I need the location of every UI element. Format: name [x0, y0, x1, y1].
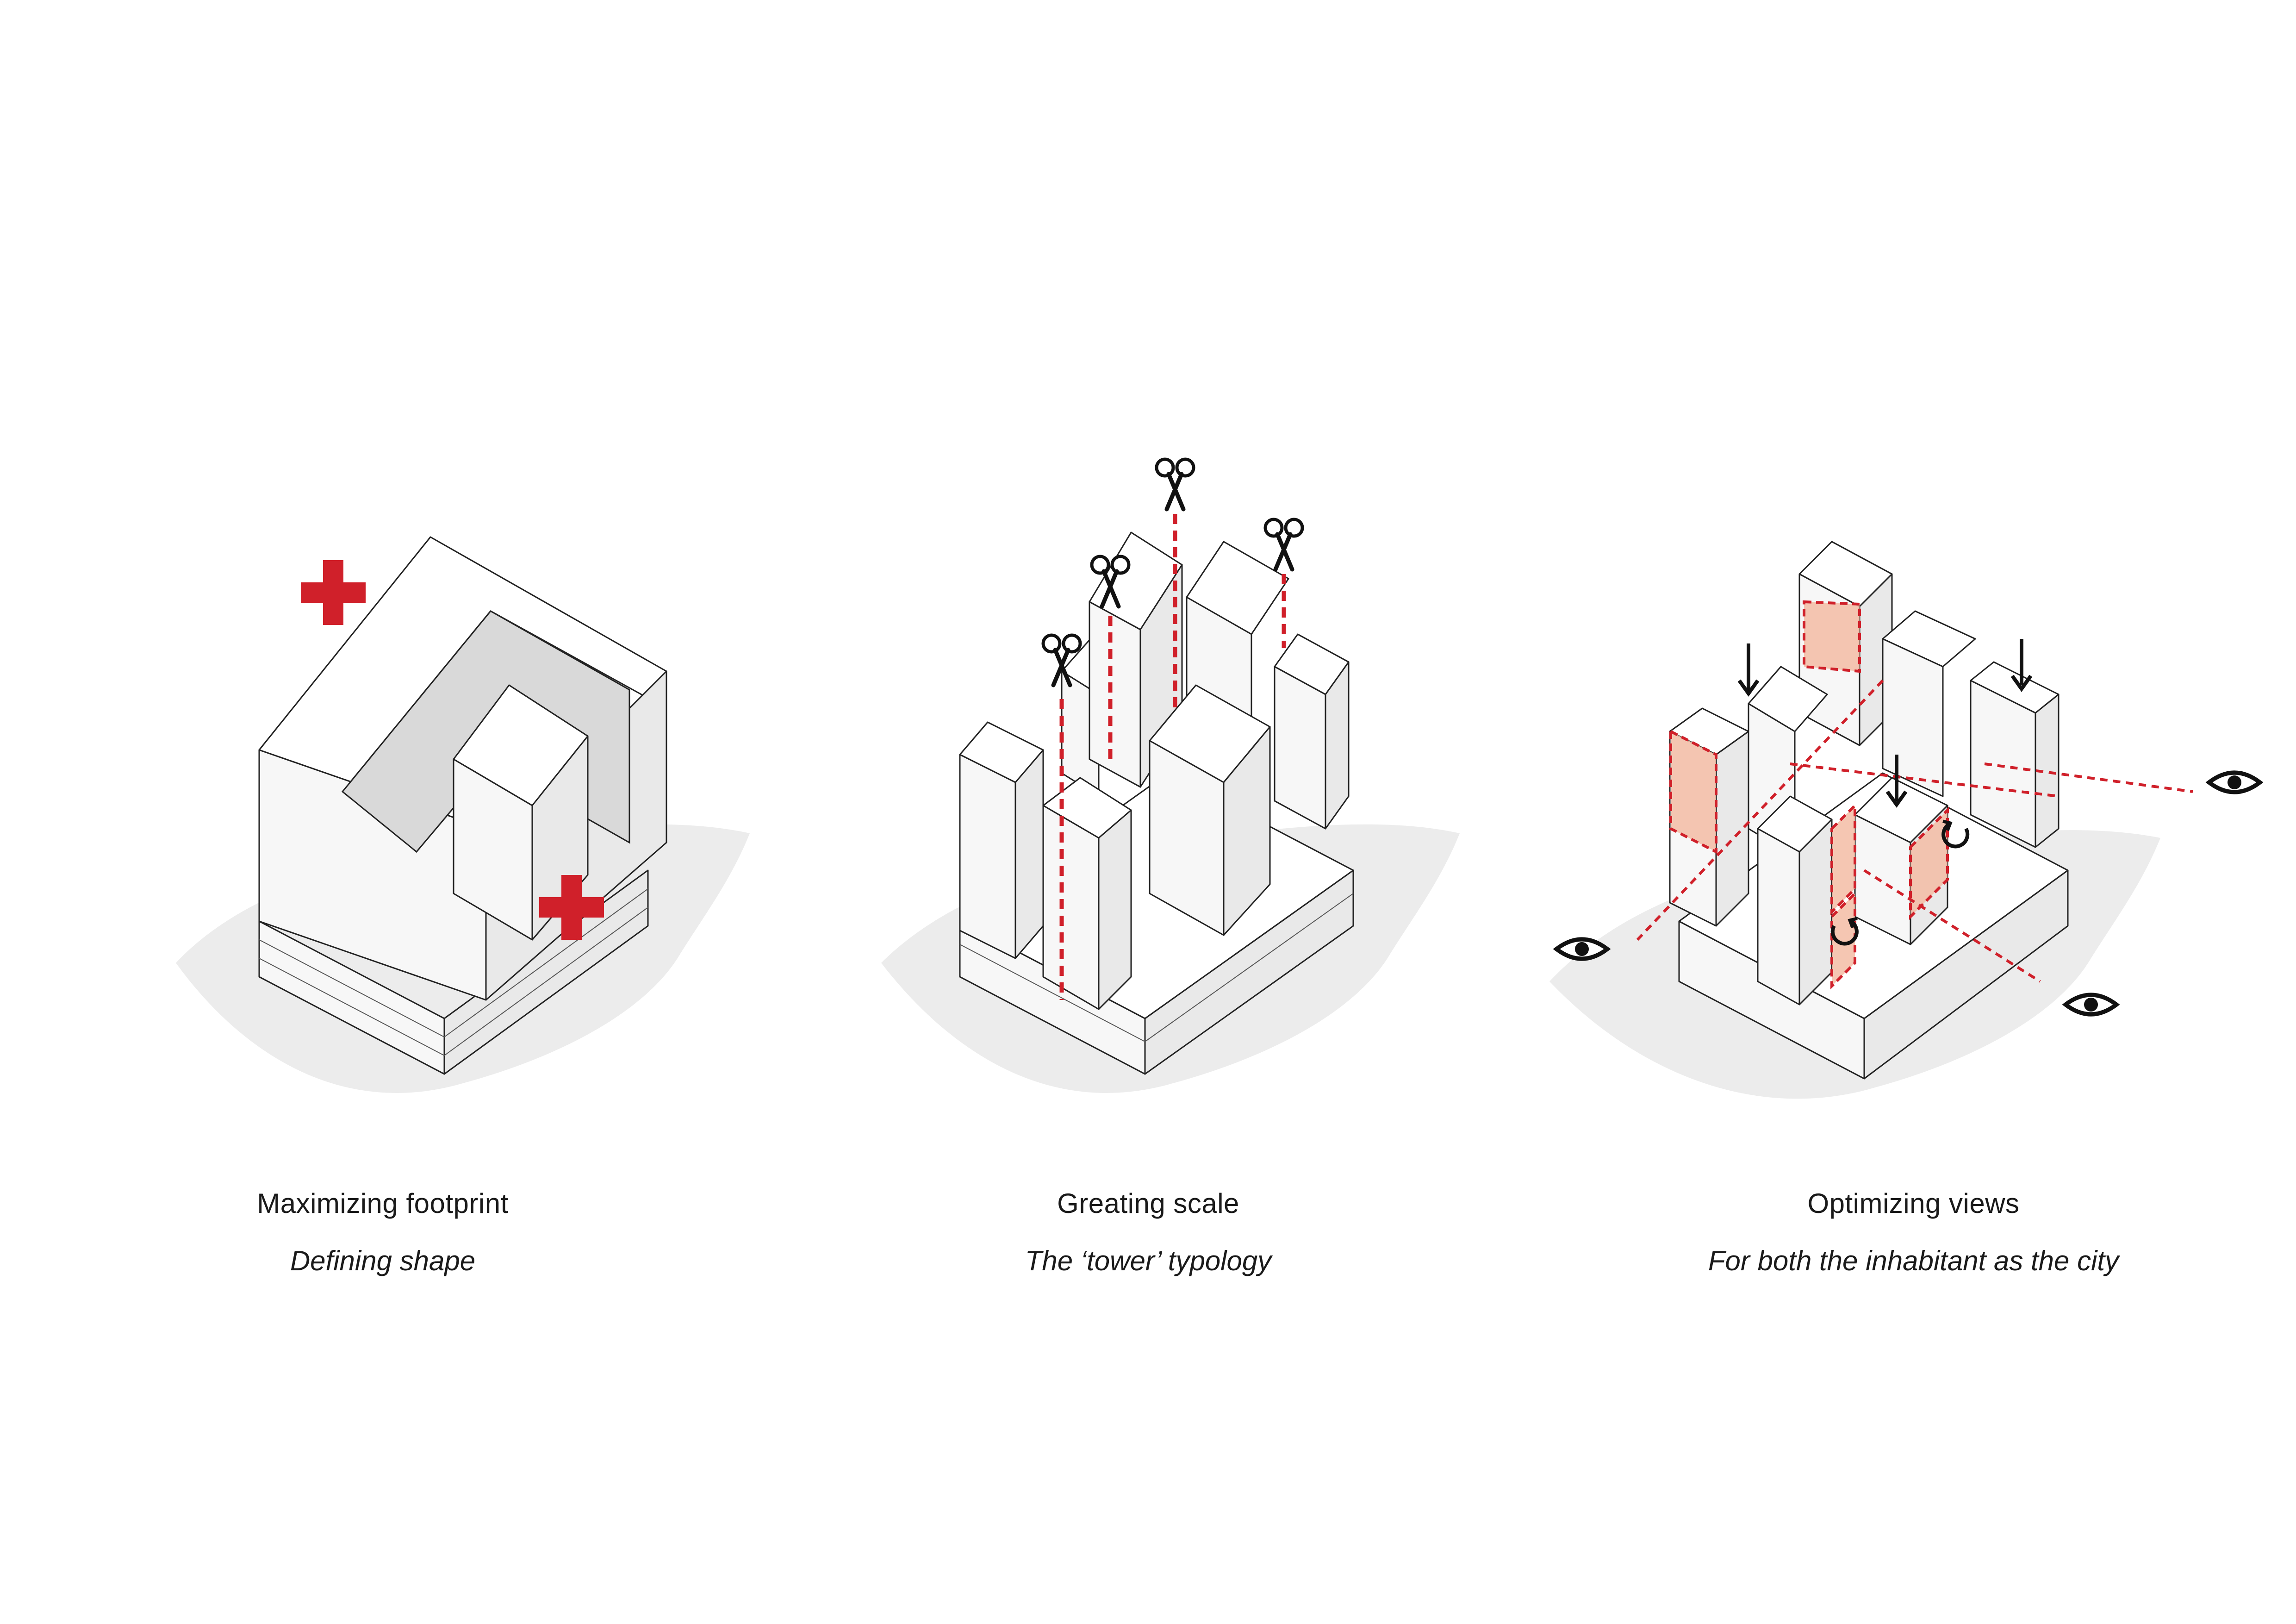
scissors-icon: [1041, 633, 1082, 687]
view-face-highlight: [1669, 729, 1717, 854]
rotate-icon: [1941, 819, 1970, 849]
panel-title: Greating scale: [1057, 1188, 1239, 1219]
massing-diagram-footprint: [176, 536, 750, 1093]
view-line: [1984, 762, 2193, 793]
view-face-highlight: [1803, 600, 1861, 673]
caption-views: Optimizing views For both the inhabitant…: [1531, 1185, 2296, 1280]
eye-icon: [2205, 770, 2264, 794]
diagram-panel-scale: Greating scale The ‘tower’ typology: [765, 0, 1531, 1624]
view-face-highlight: [1830, 890, 1856, 990]
panel-title: Maximizing footprint: [257, 1188, 509, 1219]
eye-icon: [2062, 993, 2120, 1017]
down-arrow-icon: [2010, 639, 2033, 692]
view-face-highlight: [1909, 806, 1949, 920]
caption-footprint: Maximizing footprint Defining shape: [0, 1185, 765, 1280]
view-line: [1863, 869, 2041, 983]
panel-subtitle: For both the inhabitant as the city: [1708, 1245, 2119, 1276]
view-line: [1790, 762, 2059, 798]
down-arrow-icon: [1737, 643, 1760, 697]
rotate-icon: [1830, 917, 1859, 946]
massing-diagram-views: [1549, 541, 2264, 1099]
panel-subtitle: Defining shape: [290, 1245, 476, 1276]
plus-icon: [539, 875, 604, 940]
scissors-icon: [1263, 518, 1304, 572]
scissors-icon: [1155, 457, 1195, 512]
caption-scale: Greating scale The ‘tower’ typology: [765, 1185, 1531, 1280]
panel-subtitle: The ‘tower’ typology: [1025, 1245, 1272, 1276]
panel-title: Optimizing views: [1807, 1188, 2020, 1219]
plus-icon: [301, 560, 366, 625]
diagram-panel-footprint: Maximizing footprint Defining shape: [0, 0, 765, 1624]
diagram-panel-views: Optimizing views For both the inhabitant…: [1531, 0, 2296, 1624]
scissors-icon: [1090, 555, 1131, 609]
view-face-highlight: [1830, 802, 1856, 916]
eye-icon: [1553, 937, 1611, 961]
massing-diagram-towers: [881, 457, 1460, 1093]
down-arrow-icon: [1885, 755, 1908, 808]
